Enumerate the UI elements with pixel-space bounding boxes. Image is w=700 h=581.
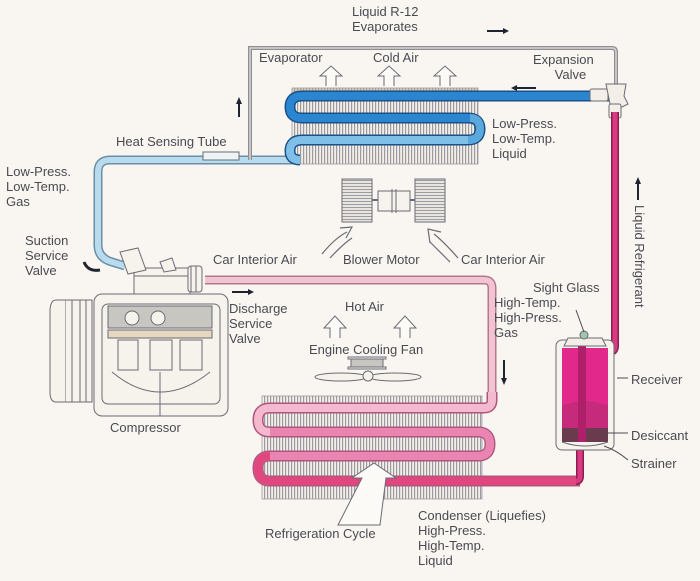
blower-motor — [341, 178, 446, 223]
refrigeration-cycle-arrow-icon — [337, 462, 398, 526]
hot-air-arrows — [322, 315, 418, 338]
label-liquid-refrigerant: Liquid Refrigerant — [632, 205, 647, 308]
cold-air-arrows — [318, 65, 458, 86]
label-sight-glass: Sight Glass — [533, 280, 600, 295]
label-heat-sensing-tube: Heat Sensing Tube — [116, 134, 227, 149]
condenser — [252, 342, 592, 500]
label-liquid-r12: Liquid R-12 Evaporates — [352, 4, 419, 34]
suction-line — [93, 155, 300, 271]
label-discharge-gas: High-Temp. High-Press. Gas — [494, 295, 562, 340]
label-cold-air: Cold Air — [373, 50, 419, 65]
label-compressor: Compressor — [110, 420, 181, 435]
label-evaporator-state: Low-Press. Low-Temp. Liquid — [492, 116, 558, 161]
heat-sensing-tube — [202, 151, 240, 161]
label-car-interior-air-right: Car Interior Air — [461, 252, 545, 267]
compressor — [49, 247, 229, 417]
label-evaporator: Evaporator — [259, 50, 323, 65]
engine-cooling-fan — [314, 356, 422, 382]
label-discharge-valve: Discharge Service Valve — [229, 301, 288, 346]
car-interior-air-arrows — [321, 226, 459, 263]
label-refrigeration-cycle: Refrigeration Cycle — [265, 526, 376, 541]
receiver-drier — [555, 330, 615, 451]
label-hot-air: Hot Air — [345, 299, 385, 314]
discharge-line — [205, 275, 497, 392]
label-receiver: Receiver — [631, 372, 683, 387]
label-condenser: Condenser (Liquefies) High-Press. High-T… — [418, 508, 546, 568]
leader-lines — [575, 309, 629, 461]
suction-arrow-icon — [82, 261, 101, 272]
label-engine-cooling-fan: Engine Cooling Fan — [309, 342, 424, 357]
label-strainer: Strainer — [631, 456, 677, 471]
equalizer-line — [248, 46, 618, 160]
label-blower-motor: Blower Motor — [343, 252, 420, 267]
evaporator — [284, 87, 620, 166]
flow-arrow-icon — [232, 28, 641, 385]
expansion-valve — [589, 83, 629, 119]
label-suction-valve: Suction Service Valve — [25, 233, 69, 278]
label-suction-gas: Low-Press. Low-Temp. Gas — [6, 164, 72, 209]
label-car-interior-air-left: Car Interior Air — [213, 252, 297, 267]
liquid-line — [592, 112, 619, 356]
label-desiccant: Desiccant — [631, 428, 689, 443]
label-expansion-valve: Expansion Valve — [533, 52, 594, 82]
